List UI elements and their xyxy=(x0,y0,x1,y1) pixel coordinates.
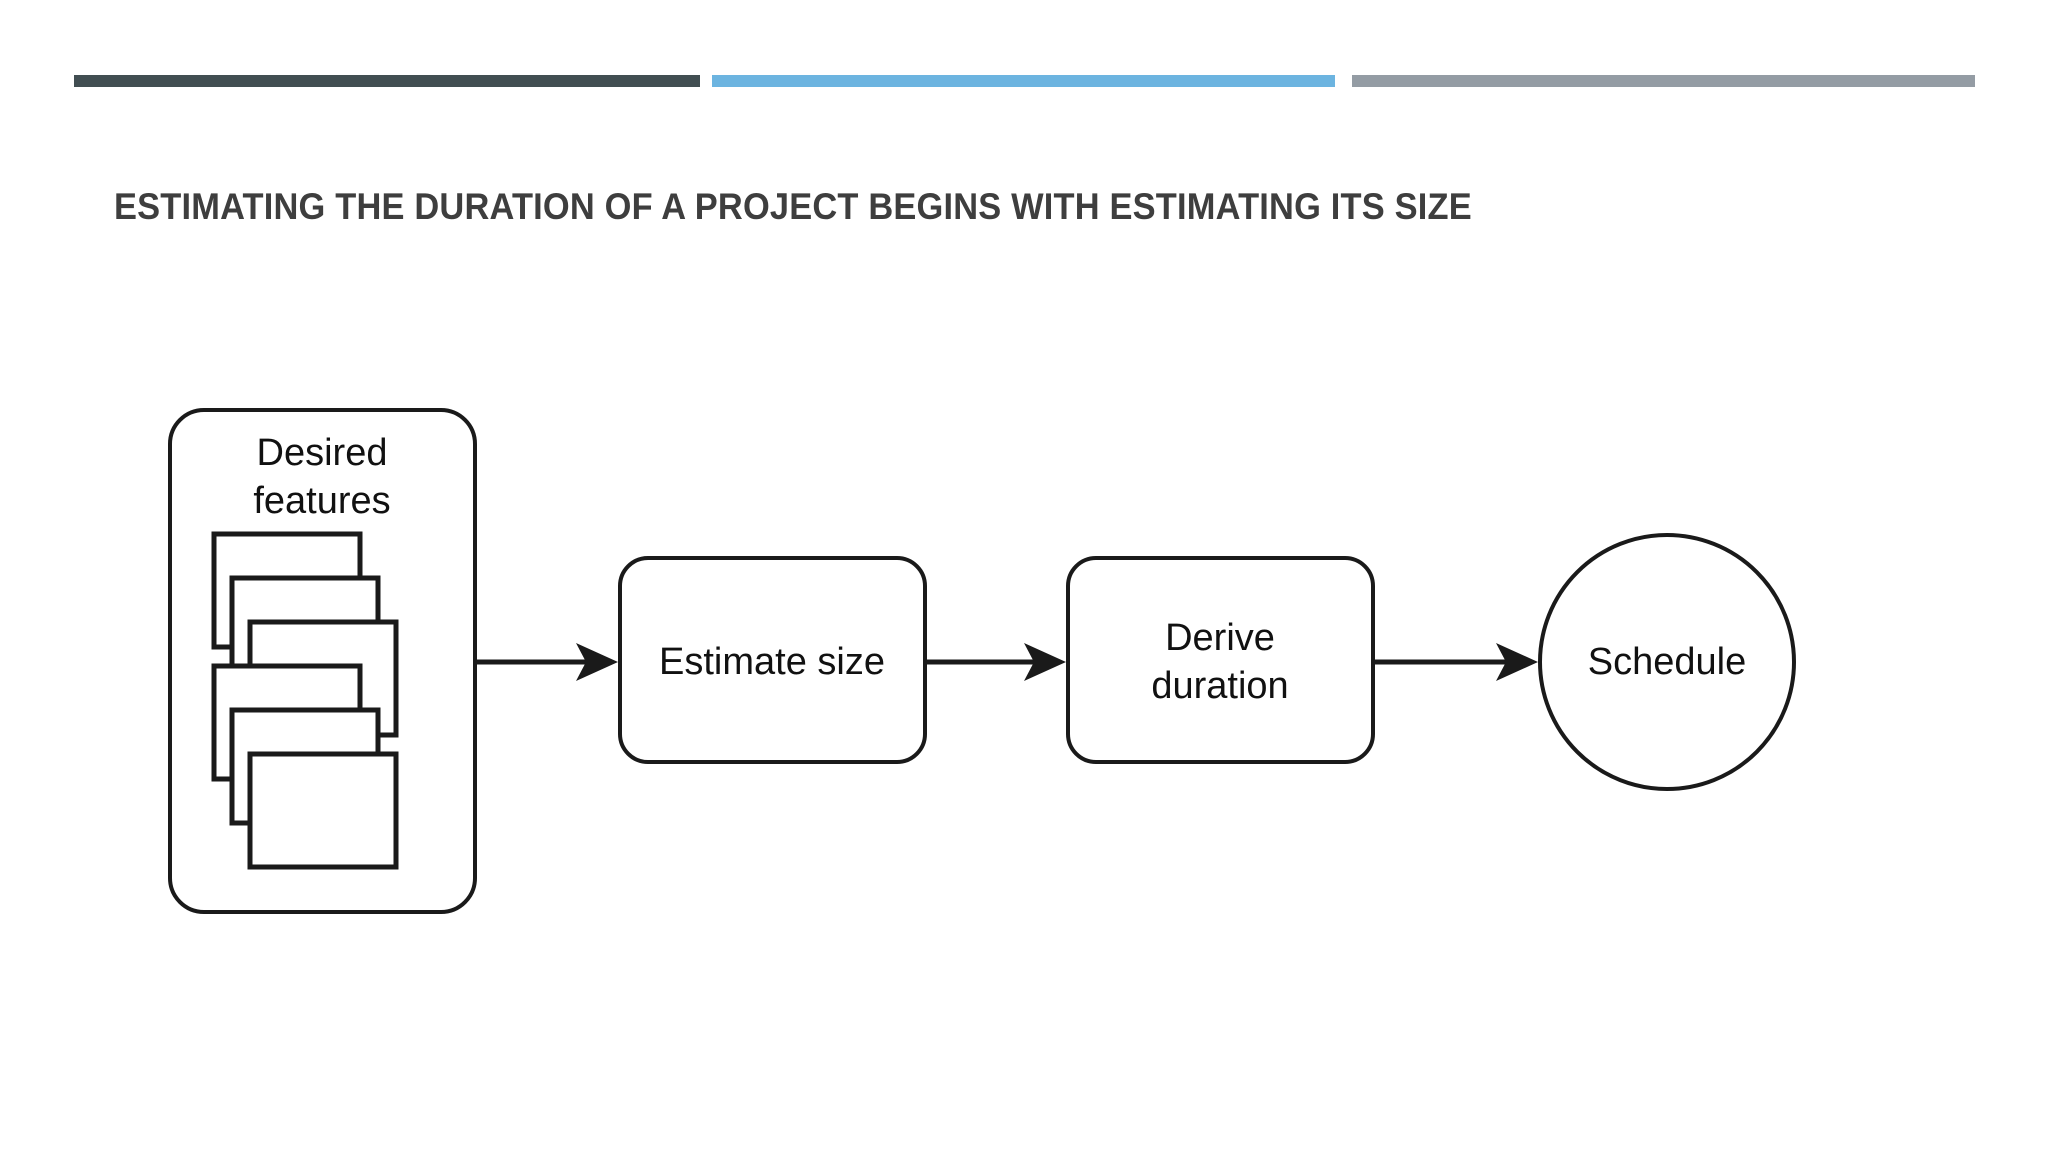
node-estimate-size: Estimate size xyxy=(618,556,927,764)
arrow-estimate-to-derive xyxy=(926,643,1066,681)
feature-card-stack xyxy=(211,531,399,870)
arrow-desired-to-estimate xyxy=(476,643,618,681)
node-desired-features: Desired features xyxy=(168,408,477,914)
estimate-size-label: Estimate size xyxy=(659,641,885,683)
page-title: ESTIMATING THE DURATION OF A PROJECT BEG… xyxy=(114,186,1472,227)
derive-duration-box xyxy=(1066,556,1375,764)
desired-features-label-line2: features xyxy=(253,480,390,522)
schedule-circle xyxy=(1538,533,1796,791)
estimate-size-box xyxy=(618,556,927,764)
arrow-derive-to-schedule xyxy=(1374,643,1538,681)
schedule-label: Schedule xyxy=(1588,641,1746,683)
derive-duration-label-line2: duration xyxy=(1151,665,1288,707)
decor-bar-blue xyxy=(712,75,1335,87)
decor-bar-grey xyxy=(1352,75,1975,87)
desired-features-label-line1: Desired xyxy=(257,432,388,474)
feature-card xyxy=(247,751,399,870)
node-derive-duration: Derive duration xyxy=(1066,556,1375,764)
decor-bar-dark xyxy=(74,75,700,87)
derive-duration-label-line1: Derive xyxy=(1165,617,1275,659)
node-schedule: Schedule xyxy=(1538,533,1796,791)
